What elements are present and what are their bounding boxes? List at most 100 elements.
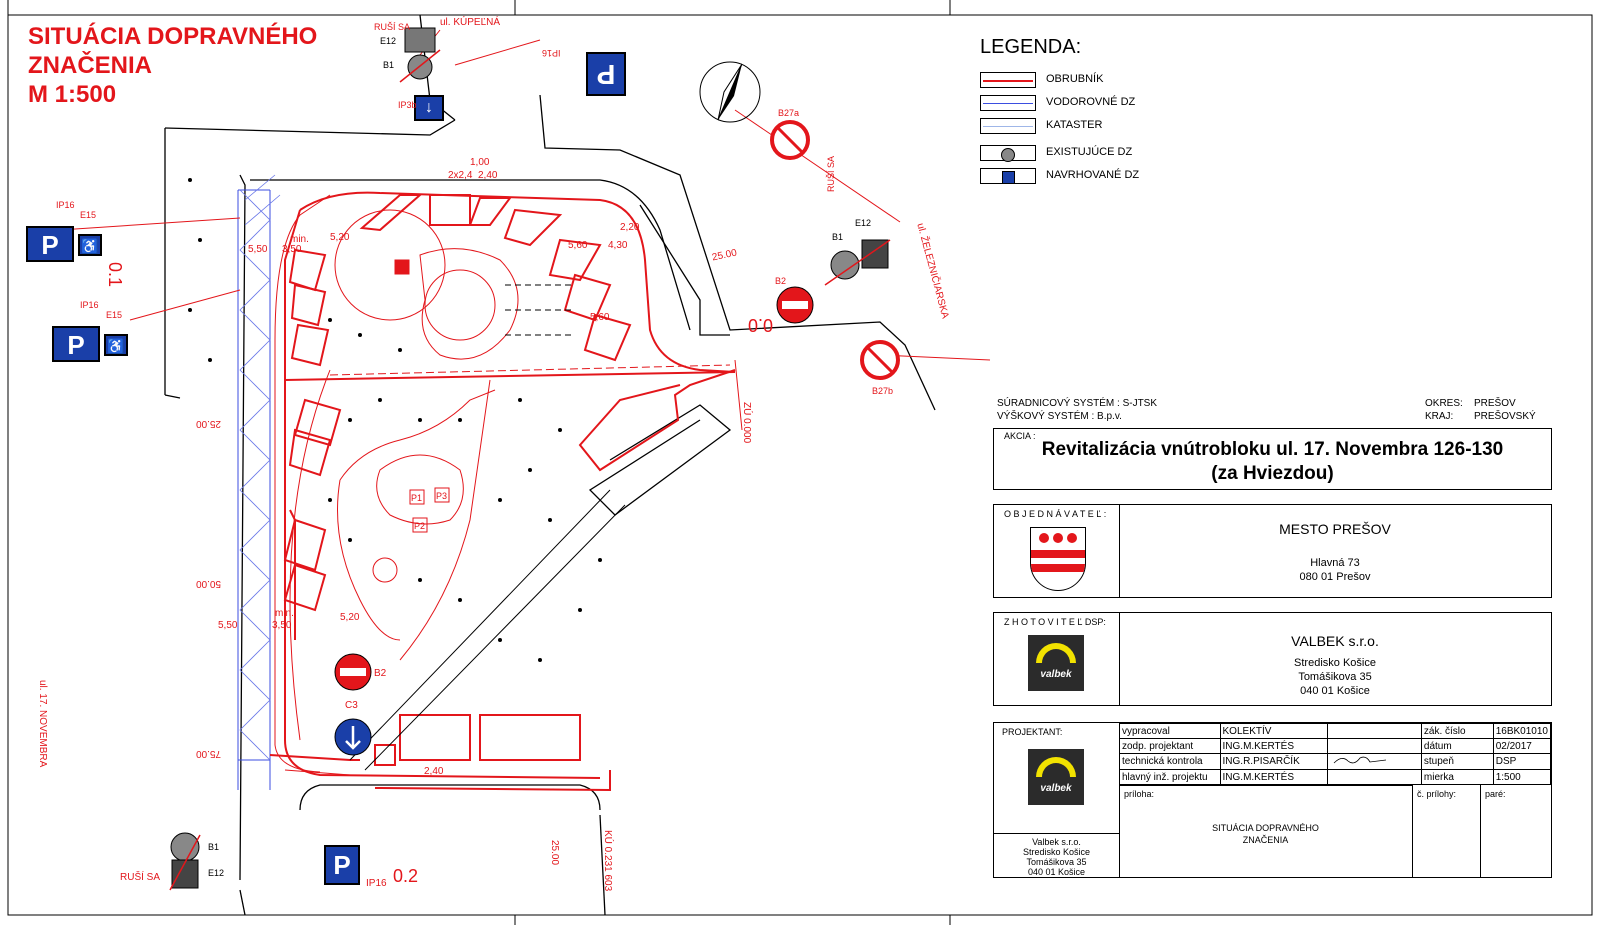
sign-label-e15-1: E15	[80, 210, 97, 220]
dim-240-bottom: 2,40	[424, 766, 444, 777]
play-p2: P2	[414, 521, 426, 531]
signature-icon	[1333, 756, 1387, 764]
hatch-marking	[239, 174, 281, 761]
coord-system: SÚRADNICOVÝ SYSTÉM : S-JTSK	[997, 398, 1158, 409]
park-paths	[334, 209, 519, 661]
okres-label: OKRES:	[1425, 398, 1463, 409]
designer-addr-2: Tomášikova 35	[1026, 857, 1087, 867]
dim-350-top: 3,50	[282, 244, 302, 255]
contractor-addr-2: Tomášikova 35	[1298, 671, 1372, 683]
akcia-label: AKCIA :	[1004, 431, 1036, 441]
designer-label: PROJEKTANT:	[1002, 727, 1063, 737]
dim-220: 2,20	[620, 222, 640, 233]
table-row: vypracoval KOLEKTÍV zák. číslo 16BK01010	[1119, 723, 1552, 739]
sign-label-e12-right: E12	[855, 218, 872, 228]
drawing-title: SITUÁCIA DOPRAVNÉHO ZNAČENIA M 1:500	[28, 22, 317, 109]
client-box: O B J E D N Á V A T E Ľ : MESTO PREŠOV H…	[993, 504, 1552, 598]
client-addr-1: Hlavná 73	[1310, 557, 1360, 569]
sign-label-rusi-sa-right: RUŠÍ SA	[826, 155, 836, 192]
dim-430: 4,30	[608, 240, 628, 251]
akcia-box: AKCIA : Revitalizácia vnútrobloku ul. 17…	[993, 428, 1552, 490]
sign-label-rusi-sa-bottom: RUŠÍ SA	[120, 872, 161, 883]
title-line-2: ZNAČENIA	[28, 52, 152, 79]
diagonal-walk	[349, 489, 626, 771]
table-cell: technická kontrola	[1119, 753, 1221, 770]
table-cell: 02/2017	[1492, 738, 1552, 754]
table-cell: 16BK01010	[1492, 723, 1552, 739]
sign-label-ip16-2: IP16	[80, 300, 99, 310]
parking-sign-p-3: P	[586, 52, 626, 96]
legend-swatch-cadastre	[980, 118, 1036, 134]
contractor-addr-1: Stredisko Košice	[1294, 657, 1376, 669]
station-00: 0.0	[748, 315, 774, 335]
station-2500-bottom: 25.00	[549, 840, 560, 866]
legend-label-curb: OBRUBNÍK	[1046, 73, 1104, 85]
attachment-label: príloha:	[1124, 789, 1155, 799]
table-cell	[1327, 769, 1422, 785]
table-cell: DSP	[1492, 753, 1552, 770]
valbek-logo-text: valbek	[1040, 669, 1072, 680]
station-5000-left: 50.00	[196, 578, 222, 589]
akcia-line-2: (za Hviezdou)	[1211, 463, 1334, 484]
client-addr-2: 080 01 Prešov	[1299, 571, 1371, 583]
sign-label-b1-right: B1	[832, 232, 844, 242]
dim-350-bottom: 3,50	[272, 620, 292, 631]
table-cell: vypracoval	[1119, 723, 1221, 739]
contractor-addr-3: 040 01 Košice	[1300, 685, 1370, 697]
sign-label-c3: C3	[345, 700, 358, 711]
station-01: 0.1	[105, 262, 125, 288]
sign-label-ip3b: IP3b	[398, 100, 417, 110]
legend-label-proposed: NAVRHOVANÉ DZ	[1046, 169, 1140, 181]
existing-signs	[169, 27, 891, 891]
okres-value: PREŠOV	[1474, 398, 1516, 409]
akcia-line-1: Revitalizácia vnútrobloku ul. 17. Novemb…	[1041, 439, 1504, 460]
wheelchair-icon: ♿	[104, 334, 128, 356]
sign-label-e12-bottom: E12	[208, 868, 225, 878]
table-cell: KOLEKTÍV	[1219, 723, 1329, 739]
dim-240: 2,40	[478, 170, 498, 181]
wheelchair-icon: ♿	[78, 234, 102, 256]
table-cell: dátum	[1420, 738, 1494, 754]
dim-560-a: 5,60	[568, 240, 588, 251]
title-line-1: SITUÁCIA DOPRAVNÉHO	[28, 23, 318, 50]
signature-cell	[1327, 753, 1422, 770]
title-block: PROJEKTANT: valbek Valbek s.r.o. Stredis…	[993, 722, 1552, 878]
site-boundary	[164, 14, 936, 916]
dim-520-bottom: 5,20	[340, 612, 360, 623]
kraj-label: KRAJ:	[1425, 411, 1454, 422]
table-cell: mierka	[1420, 769, 1494, 785]
legend-label-marking: VODOROVNÉ DZ	[1046, 96, 1136, 108]
station-km-end: KÚ 0.231 603	[602, 830, 613, 892]
dim-min-top: min.	[290, 234, 309, 245]
legend-label-existing: EXISTUJÚCE DZ	[1046, 146, 1133, 158]
table-row: hlavný inž. projektu ING.M.KERTÉS mierka…	[1119, 769, 1552, 785]
contractor-name: VALBEK s.r.o.	[1291, 633, 1379, 649]
designer-addr-0: Valbek s.r.o.	[1032, 837, 1081, 847]
station-2500-left: 25.00	[196, 418, 222, 429]
table-cell: ING.M.KERTÉS	[1219, 769, 1329, 785]
legend-title: LEGENDA:	[980, 36, 1082, 58]
sign-label-rusi-sa-top: RUŠÍ SA	[374, 22, 411, 32]
legend-label-cadastre: KATASTER	[1046, 119, 1103, 131]
sign-label-b1-top: B1	[383, 60, 395, 70]
dim-550-bottom: 5,50	[218, 620, 238, 631]
no-entry-signs	[334, 120, 900, 691]
sign-label-ip16-3: IP16	[542, 48, 561, 58]
parking-sign-p-4: P	[324, 845, 360, 885]
sign-label-ip16-4: IP16	[366, 878, 387, 889]
play-p1: P1	[411, 493, 423, 503]
designer-addr-1: Stredisko Košice	[1022, 847, 1091, 857]
height-system: VÝŠKOVÝ SYSTÉM : B.p.v.	[997, 411, 1122, 422]
sign-label-ip16-1: IP16	[56, 200, 75, 210]
table-row: technická kontrola ING.R.PISARČÍK stupeň…	[1119, 753, 1552, 770]
dim-min-bottom: min.	[275, 608, 294, 619]
table-cell	[1327, 738, 1422, 754]
legend-swatch-curb	[980, 72, 1036, 88]
dim-560-b: 5,60	[590, 312, 610, 323]
street-label-novembra: ul. 17. NOVEMBRA	[37, 680, 48, 768]
dashed-lines	[505, 284, 575, 336]
legend-swatch-existing	[980, 145, 1036, 162]
table-cell	[1327, 723, 1422, 739]
table-cell: stupeň	[1420, 753, 1494, 770]
dim-2x24: 2x2,4	[448, 170, 473, 181]
